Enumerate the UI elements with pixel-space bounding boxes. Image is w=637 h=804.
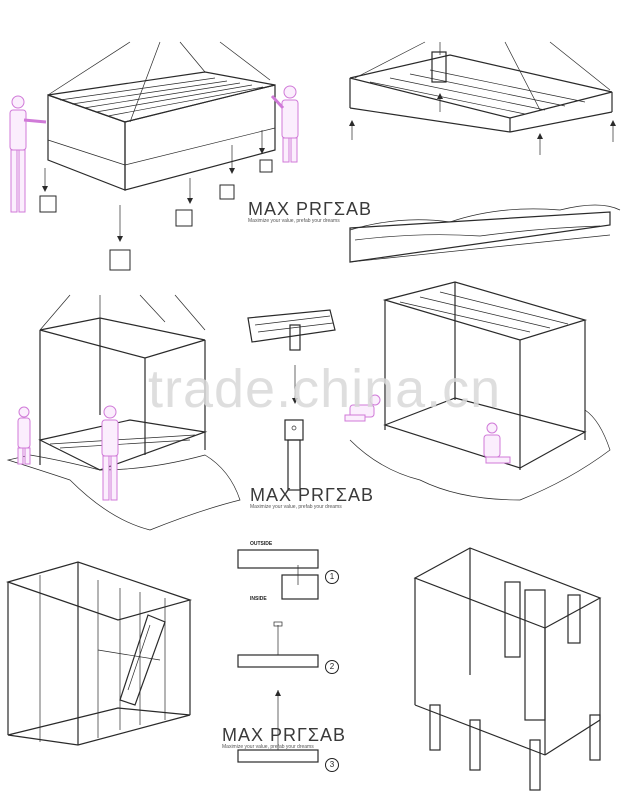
panel-floor-lifted-with-workers <box>9 41 299 271</box>
brand-name: MAX PRΓΣAB <box>250 485 375 505</box>
panel-frame-assembled-workers <box>344 281 611 501</box>
panel-finished-unit <box>413 547 602 791</box>
brand-tagline: Maximize your value, prefab your dreams <box>250 504 342 510</box>
step-number-2: 2 <box>325 660 339 674</box>
panel-corner-post-detail <box>247 309 336 491</box>
panel-joint-details <box>237 549 319 763</box>
step-number-1: 1 <box>325 570 339 584</box>
label-outside: OUTSIDE <box>250 541 273 547</box>
worker-figure-kneeling-right <box>483 422 511 464</box>
watermark-text: trade.china.cn <box>148 359 502 419</box>
brand-name: MAX PRΓΣAB <box>222 725 347 745</box>
brand-name: MAX PRΓΣAB <box>248 199 373 219</box>
brand-logo-top: MAX PRΓΣAB Maximize your value, prefab y… <box>248 200 372 225</box>
worker-figure-kneeling-left <box>344 394 381 422</box>
worker-figure-left <box>9 95 47 213</box>
worker-figure-left-2 <box>17 406 31 465</box>
brand-tagline: Maximize your value, prefab your dreams <box>222 744 314 750</box>
brand-tagline: Maximize your value, prefab your dreams <box>248 218 340 224</box>
brand-logo-bottom: MAX PRΓΣAB Maximize your value, prefab y… <box>222 726 346 751</box>
label-inside: INSIDE <box>250 596 267 602</box>
panel-floor-on-ground <box>6 294 241 531</box>
worker-figure-right <box>270 85 299 163</box>
step-number-3: 3 <box>325 758 339 772</box>
brand-logo-middle: MAX PRΓΣAB Maximize your value, prefab y… <box>250 486 374 511</box>
panel-roof-frame-lifted <box>349 41 621 263</box>
panel-interior-wall-assembly <box>6 561 193 746</box>
worker-figure-lifting <box>101 405 119 501</box>
